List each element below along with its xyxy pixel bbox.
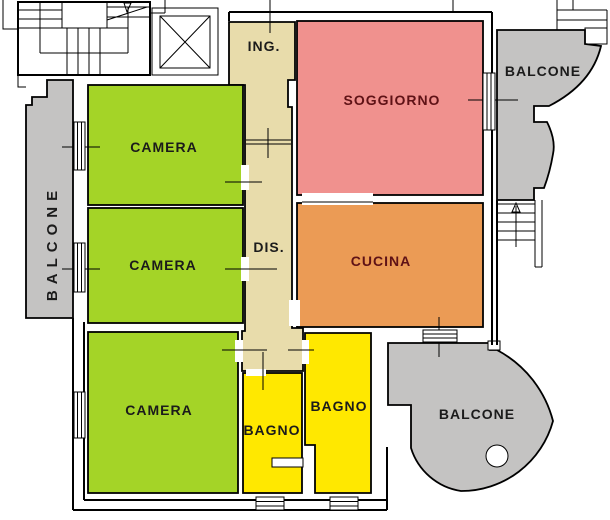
elevator: [151, 7, 219, 76]
room-bagno-2: [304, 332, 372, 494]
room-label-cucina: CUCINA: [351, 253, 411, 269]
room-label-camera1: CAMERA: [130, 139, 197, 155]
door-bagno1: [246, 369, 266, 376]
balcony-right: [496, 29, 603, 201]
room-camera-1: [87, 84, 244, 206]
room-label-dis: DIS.: [253, 239, 284, 255]
bagno1-partition: [271, 457, 304, 468]
room-label-bagno2: BAGNO: [310, 398, 367, 414]
windows: [73, 72, 496, 511]
room-label-camera2: CAMERA: [129, 257, 196, 273]
stairs-right-side: [497, 200, 543, 268]
room-camera-2: [87, 207, 244, 324]
room-label-ing: ING.: [248, 38, 281, 54]
room-soggiorno: [296, 20, 484, 196]
stair-arrow-icon: [511, 201, 521, 213]
window-soggiorno: [482, 72, 496, 131]
door-cucina: [289, 300, 300, 326]
door-bagno2: [302, 340, 309, 364]
room-cucina: [296, 202, 484, 328]
room-label-balcone-right: BALCONE: [505, 63, 581, 79]
pillar: [584, 27, 608, 45]
window-cucina: [422, 329, 458, 343]
window-bagno1: [255, 496, 285, 511]
window-camera1: [73, 121, 86, 171]
room-camera-3: [87, 331, 239, 494]
balcony-left: [25, 79, 74, 319]
window-camera3: [73, 391, 86, 439]
window-camera2: [73, 242, 86, 293]
wall-notch: [487, 340, 501, 351]
balcony-bottom: [387, 342, 554, 492]
window-bagno2: [329, 496, 359, 511]
stair-direction-arrow-icon: [123, 2, 132, 14]
door-camera3: [235, 340, 243, 362]
balcony-column: [485, 444, 509, 468]
room-label-balcone-bottom: BALCONE: [439, 406, 515, 422]
room-label-bagno1: BAGNO: [243, 422, 300, 438]
room-label-balcone-left: BALCONE: [44, 185, 61, 301]
room-bagno-1: [242, 372, 303, 494]
room-label-soggiorno: SOGGIORNO: [344, 92, 441, 108]
room-label-camera3: CAMERA: [125, 402, 192, 418]
opening-soggiorno-cucina: [302, 193, 373, 205]
door-camera1: [241, 165, 249, 190]
stairwell-top-left: [2, 0, 166, 88]
